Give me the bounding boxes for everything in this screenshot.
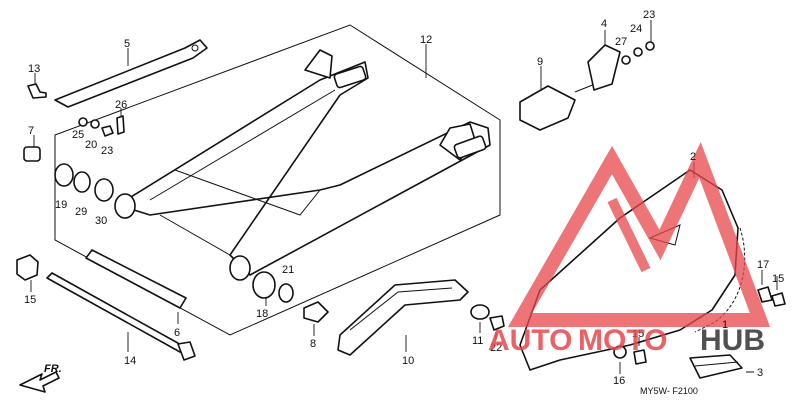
part-23-nut: [101, 125, 114, 137]
watermark-auto: AUTO: [488, 324, 572, 357]
part-25-collar: [90, 119, 100, 129]
callout-30: 30: [95, 215, 107, 227]
part-4-plate: [587, 44, 621, 91]
part-26-washer: [621, 55, 631, 65]
swingarm-upper-edge: [149, 89, 336, 201]
part-20-seal: [278, 283, 294, 303]
callout-29: 29: [75, 206, 87, 218]
callout-7: 7: [28, 125, 34, 137]
callout-21: 19: [55, 199, 67, 211]
part-12-swingarm: [117, 61, 491, 276]
part-22-nut: [489, 315, 505, 331]
callout-9: 9: [537, 56, 543, 68]
callout-22: 22: [490, 342, 502, 354]
callout-28: 26: [115, 99, 127, 111]
part-13-bolt-head: [177, 341, 196, 361]
part-18-bolt: [757, 286, 773, 303]
swingarm-group-box: [54, 24, 501, 336]
callout-24: 24: [630, 23, 642, 35]
part-14-bolt: [27, 83, 47, 99]
part-16-cap: [16, 254, 39, 281]
watermark-wordmark: AUTO MOTO HUB: [488, 324, 765, 357]
part-5-hole: [191, 44, 199, 52]
part-3-link-detail: [694, 361, 739, 367]
swingarm-pivot-left: [114, 193, 136, 219]
swingarm-cross-member: [174, 169, 321, 216]
swingarm-cross-edge: [159, 214, 231, 256]
callout-6: 6: [174, 327, 180, 339]
part-28-bolt: [116, 115, 125, 135]
callout-19: 18: [256, 308, 268, 320]
callout-2: 2: [690, 151, 696, 163]
part-30-bearing: [94, 178, 114, 202]
part-5-stay: [54, 39, 208, 108]
watermark-moto: MOTO: [578, 324, 667, 357]
callout-8: 8: [310, 338, 316, 350]
callout-27: 25: [72, 129, 84, 141]
part-7-bushing: [23, 146, 41, 162]
leader-lines: [30, 20, 778, 374]
callout-5: 5: [124, 38, 130, 50]
callout-14: 13: [28, 63, 40, 75]
part-3-master-link: [689, 354, 743, 379]
part-11-clip: [470, 304, 490, 320]
part-15-bolt-lower: [633, 349, 647, 365]
callout-10: 10: [402, 355, 414, 367]
front-label: FR.: [44, 363, 62, 375]
callout-16: 15: [24, 294, 36, 306]
callout-18: 17: [757, 259, 769, 271]
part-21-seal: [54, 163, 74, 187]
part-9-adjuster: [519, 85, 576, 131]
diagram-code: MY5W- F2100: [640, 386, 698, 396]
callout-15-lower: 15: [632, 328, 644, 340]
watermark-logo: [507, 142, 771, 327]
callout-11: 11: [472, 335, 483, 347]
part-13-pivot-bolt: [46, 272, 186, 353]
part-9-adjuster-bolt: [574, 83, 596, 93]
callout-numbers: 5 13 26 25 20 23 7 19 29 30 12 9 4 27 24…: [24, 9, 784, 387]
swingarm-pivot-right: [229, 255, 251, 281]
callout-15-right: 15: [772, 273, 784, 285]
part-10-chain-slider: [337, 279, 469, 356]
callout-25: 20: [85, 139, 97, 151]
callout-20: 21: [282, 264, 294, 276]
part-19-bearing: [252, 271, 276, 299]
part-10-slider-detail: [349, 287, 453, 331]
part-6-tube: [85, 249, 187, 309]
part-29-bearing: [73, 171, 91, 193]
front-arrow-icon: [19, 371, 60, 393]
callout-17: 16: [613, 375, 625, 387]
part-23-nut-upper: [645, 41, 655, 51]
callout-4: 4: [601, 18, 607, 30]
watermark-hub: HUB: [700, 324, 765, 357]
callout-12: 12: [420, 34, 432, 46]
callout-1: 1: [722, 319, 728, 331]
callout-26: 27: [615, 36, 627, 48]
part-27-washer: [78, 117, 88, 127]
callout-3: 3: [757, 367, 763, 379]
part-8-collar: [303, 301, 329, 323]
part-15-bolt: [771, 292, 786, 307]
swingarm-axle-slot-right: [453, 135, 487, 159]
callout-23-upper: 23: [643, 9, 655, 21]
part-17-bolt: [613, 345, 627, 359]
callout-13: 14: [124, 355, 136, 367]
part-24-washer: [633, 47, 643, 57]
swingarm-axle-slot-left: [333, 65, 367, 89]
swingarm-bracket-left: [304, 49, 333, 79]
callout-23: 23: [101, 145, 113, 157]
